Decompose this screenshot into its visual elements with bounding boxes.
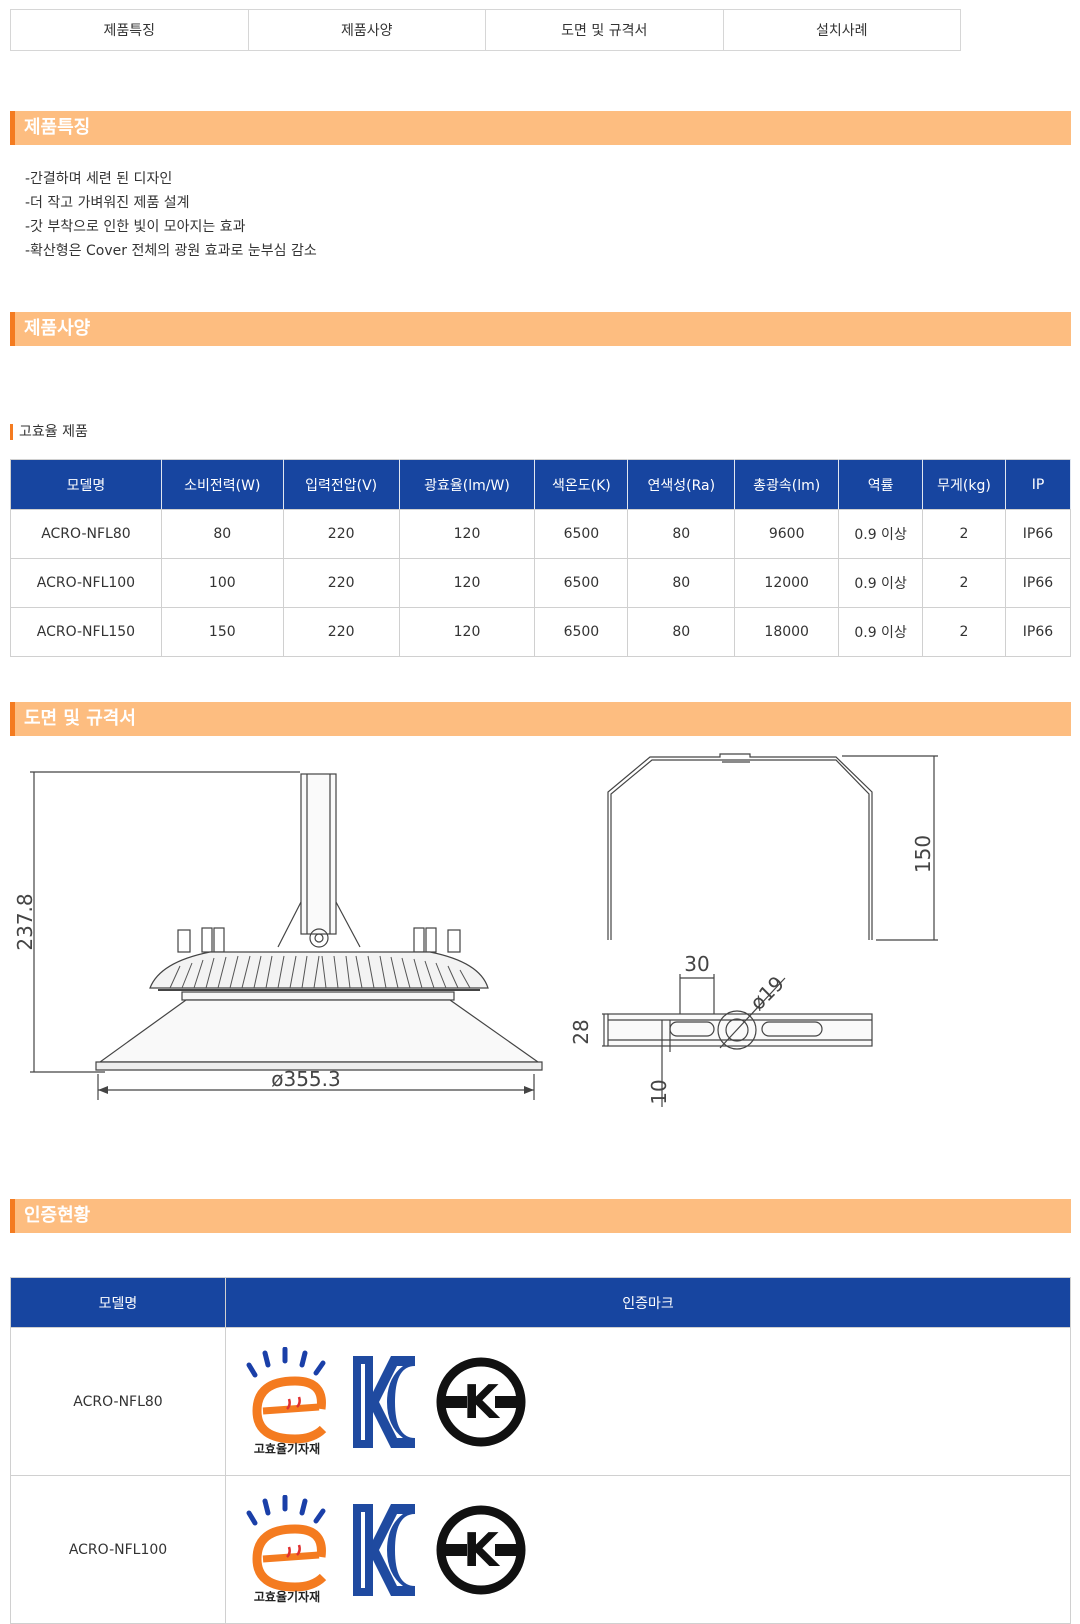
kc-mark-icon: KC: [353, 1355, 415, 1448]
table-cell: 6500: [534, 607, 629, 657]
ks-mark-icon: K: [436, 1505, 526, 1594]
dim-hole-diameter: ø19: [745, 971, 789, 1015]
table-cell: IP66: [1004, 558, 1072, 608]
spec-header-cell: 입력전압(V): [282, 459, 400, 510]
spec-header-cell: 소비전력(W): [160, 459, 284, 510]
table-cell: 2: [922, 607, 1006, 657]
table-cell: 9600: [734, 509, 840, 559]
dim-bracket-height: 150: [911, 835, 935, 873]
cert-marks: 고효율기자재 KC K: [227, 1494, 1069, 1605]
cert-header-cell: 모델명: [10, 1277, 226, 1328]
high-efficiency-mark-icon: 고효율기자재: [246, 1346, 327, 1456]
dim-slot-width: 30: [684, 952, 709, 976]
dim-bar-thickness: 10: [647, 1079, 671, 1104]
ks-mark-letter: K: [463, 1375, 501, 1429]
table-cell: 2: [922, 558, 1006, 608]
bracket-side-view: 150: [607, 753, 938, 941]
feature-item: -간결하며 세련 된 디자인: [25, 171, 173, 187]
table-row: ACRO-NFL80 고효율기자재 KC: [10, 1327, 1071, 1476]
ks-mark-letter: K: [463, 1523, 501, 1577]
dim-height: 237.8: [13, 893, 37, 950]
table-cell: 12000: [734, 558, 840, 608]
cert-model: ACRO-NFL100: [10, 1475, 226, 1624]
lamp-front-view: 237.8 ø355.3: [13, 771, 543, 1100]
high-efficiency-mark-icon: 고효율기자재: [246, 1494, 327, 1604]
table-cell: 18000: [734, 607, 840, 657]
ks-mark-icon: K: [436, 1357, 526, 1446]
cert-header-row: 모델명 인증마크: [10, 1277, 1071, 1328]
tab-drawing[interactable]: 도면 및 규격서: [486, 10, 724, 50]
table-row: ACRO-NFL100 고효율기자재 KC: [10, 1475, 1071, 1624]
table-cell: 2: [922, 509, 1006, 559]
table-cell: ACRO-NFL80: [10, 509, 162, 559]
cert-marks: 고효율기자재 KC K: [227, 1346, 1069, 1457]
spec-subtitle: 고효율 제품: [10, 424, 88, 440]
table-row: ACRO-NFL150 150 220 120 6500 80 18000 0.…: [10, 607, 1072, 657]
feature-list: -간결하며 세련 된 디자인 -더 작고 가벼워진 제품 설계 -갓 부착으로 …: [25, 167, 317, 263]
cert-header-cell: 인증마크: [225, 1277, 1071, 1328]
dim-diameter: ø355.3: [271, 1067, 341, 1091]
kc-mark-icon: KC: [353, 1503, 415, 1596]
heatsink-fins: [169, 955, 471, 989]
table-cell: 220: [282, 607, 400, 657]
cert-marks-cell: 고효율기자재 KC K: [225, 1327, 1071, 1476]
section-header-cert: 인증현황: [10, 1199, 1071, 1233]
table-cell: 0.9 이상: [838, 607, 924, 657]
dim-bar-width: 28: [569, 1019, 593, 1044]
tab-spec[interactable]: 제품사양: [249, 10, 486, 50]
bracket-top-view: 30 ø19 28 10: [569, 952, 873, 1107]
feature-item: -갓 부착으로 인한 빛이 모아지는 효과: [25, 219, 246, 235]
table-cell: 6500: [534, 558, 629, 608]
tab-features[interactable]: 제품특징: [11, 10, 249, 50]
table-cell: 80: [627, 607, 736, 657]
table-cell: 120: [398, 558, 536, 608]
section-header-features: 제품특징: [10, 111, 1071, 145]
spec-header-cell: IP: [1004, 459, 1072, 510]
section-header-drawing: 도면 및 규격서: [10, 702, 1071, 736]
table-cell: 150: [160, 607, 284, 657]
table-cell: 120: [398, 509, 536, 559]
table-cell: IP66: [1004, 607, 1072, 657]
table-cell: 220: [282, 558, 400, 608]
spec-header-row: 모델명 소비전력(W) 입력전압(V) 광효율(lm/W) 색온도(K) 연색성…: [10, 459, 1072, 510]
table-cell: 80: [160, 509, 284, 559]
feature-item: -확산형은 Cover 전체의 광원 효과로 눈부심 감소: [25, 243, 317, 259]
table-cell: ACRO-NFL150: [10, 607, 162, 657]
feature-item: -더 작고 가벼워진 제품 설계: [25, 195, 190, 211]
tab-bar: 제품특징 제품사양 도면 및 규격서 설치사례: [10, 9, 961, 51]
cert-model: ACRO-NFL80: [10, 1327, 226, 1476]
spec-header-cell: 모델명: [10, 459, 162, 510]
table-cell: 80: [627, 509, 736, 559]
spec-header-cell: 광효율(lm/W): [398, 459, 536, 510]
table-cell: 6500: [534, 509, 629, 559]
table-cell: 0.9 이상: [838, 558, 924, 608]
table-cell: 80: [627, 558, 736, 608]
spec-header-cell: 총광속(lm): [734, 459, 840, 510]
cert-table: 모델명 인증마크 ACRO-NFL80 고효율기자재 KC: [10, 1277, 1071, 1624]
table-row: ACRO-NFL80 80 220 120 6500 80 9600 0.9 이…: [10, 509, 1072, 559]
spec-header-cell: 무게(kg): [922, 459, 1006, 510]
table-cell: 100: [160, 558, 284, 608]
table-cell: IP66: [1004, 509, 1072, 559]
table-cell: ACRO-NFL100: [10, 558, 162, 608]
cert-marks-cell: 고효율기자재 KC K: [225, 1475, 1071, 1624]
table-row: ACRO-NFL100 100 220 120 6500 80 12000 0.…: [10, 558, 1072, 608]
spec-header-cell: 색온도(K): [534, 459, 629, 510]
high-efficiency-label: 고효율기자재: [254, 1441, 320, 1456]
table-cell: 120: [398, 607, 536, 657]
table-cell: 0.9 이상: [838, 509, 924, 559]
section-header-spec: 제품사양: [10, 312, 1071, 346]
spec-header-cell: 역률: [838, 459, 924, 510]
technical-drawing: 237.8 ø355.3: [13, 753, 938, 1107]
spec-table: 모델명 소비전력(W) 입력전압(V) 광효율(lm/W) 색온도(K) 연색성…: [10, 459, 1072, 657]
tab-installation[interactable]: 설치사례: [815, 23, 868, 39]
spec-header-cell: 연색성(Ra): [627, 459, 736, 510]
high-efficiency-label: 고효율기자재: [254, 1589, 320, 1604]
table-cell: 220: [282, 509, 400, 559]
